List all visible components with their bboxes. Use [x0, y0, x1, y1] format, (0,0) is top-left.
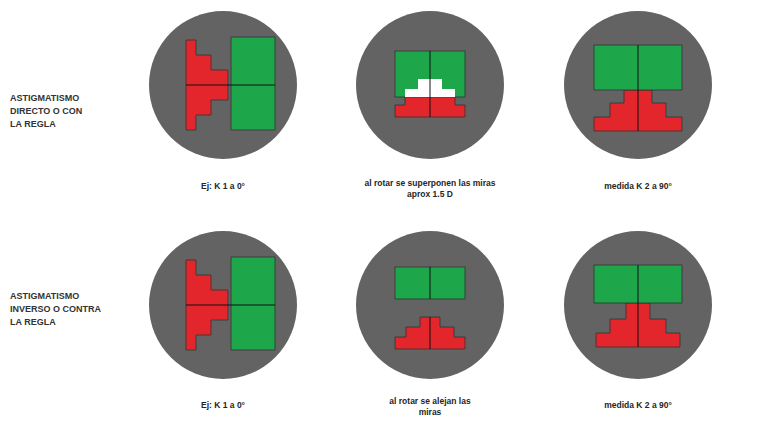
mire-line — [638, 265, 639, 347]
eyepiece-field — [149, 11, 297, 159]
eyepiece-field — [356, 11, 504, 159]
row-label: ASTIGMATISMO DIRECTO O CON LA REGLA — [10, 92, 86, 131]
row-against-the-rule — [149, 231, 712, 379]
mire-line — [430, 317, 431, 349]
eyepiece-field — [564, 231, 712, 379]
eyepiece-field — [564, 11, 712, 159]
eyepiece-field — [356, 231, 504, 379]
red-mire — [395, 317, 465, 349]
row-label: ASTIGMATISMO INVERSO O CONTRA LA REGLA — [10, 290, 104, 329]
caption-label: Ej: K 1 a 0° — [163, 181, 283, 192]
mire-line — [430, 267, 431, 299]
caption-label: al rotar se alejan las miras — [389, 396, 471, 418]
caption-label: medida K 2 a 90° — [578, 400, 698, 411]
mire-line — [638, 45, 639, 131]
mire-line — [430, 51, 431, 117]
caption-label: al rotar se superponen las miras aprox 1… — [364, 178, 496, 200]
caption-label: Ej: K 1 a 0° — [163, 400, 283, 411]
caption-label: medida K 2 a 90° — [578, 181, 698, 192]
green-mire — [231, 37, 275, 130]
green-mire — [395, 267, 465, 299]
mire-line — [186, 305, 275, 306]
green-mire — [231, 257, 275, 350]
row-with-the-rule — [149, 11, 712, 159]
mire-line — [186, 85, 275, 86]
eyepiece-field — [149, 231, 297, 379]
